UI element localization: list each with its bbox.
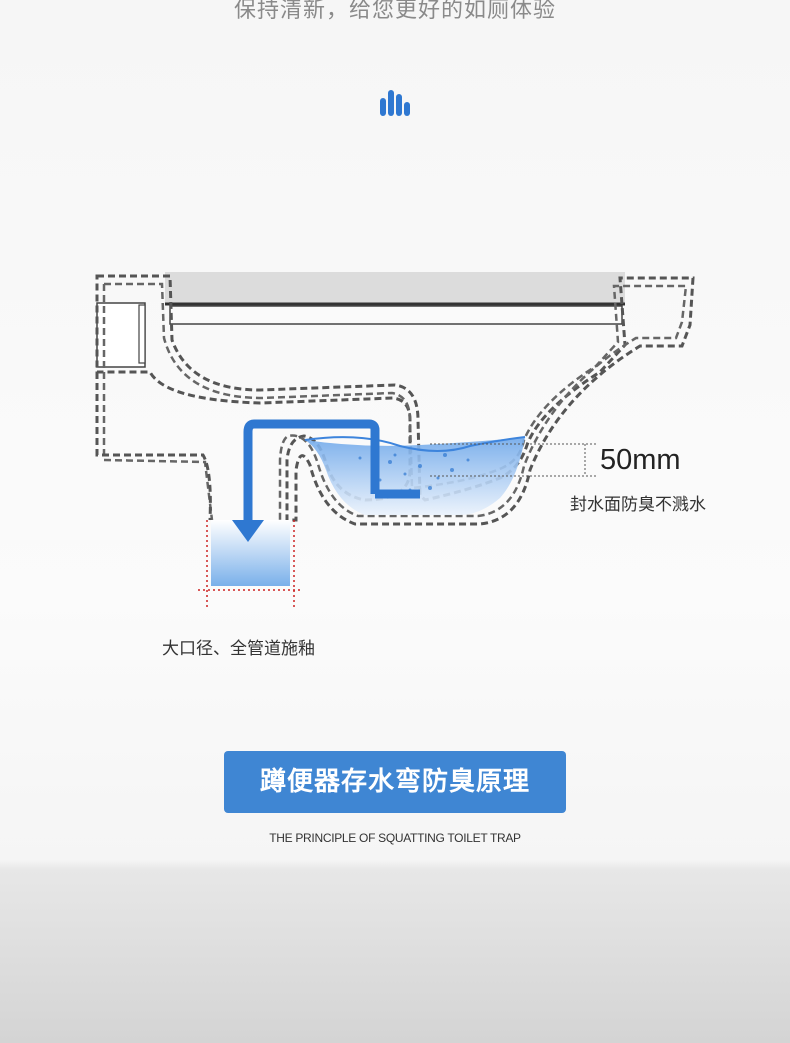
section-title-en: THE PRINCIPLE OF SQUATTING TOILET TRAP xyxy=(269,831,521,845)
toilet-trap-diagram xyxy=(95,272,695,610)
bars-decoration-icon xyxy=(378,86,412,116)
pipe-caption: 大口径、全管道施釉 xyxy=(162,639,315,659)
seal-caption: 封水面防臭不溅水 xyxy=(570,495,706,515)
flow-arrow xyxy=(243,419,380,530)
seal-height-label: 50mm xyxy=(600,444,681,476)
rim-bar xyxy=(165,272,625,304)
page-subtitle: 保持清新，给您更好的如厕体验 xyxy=(233,0,556,23)
toilet-outline-inner xyxy=(102,282,688,521)
section-title-button: 蹲便器存水弯防臭原理 xyxy=(224,751,566,813)
